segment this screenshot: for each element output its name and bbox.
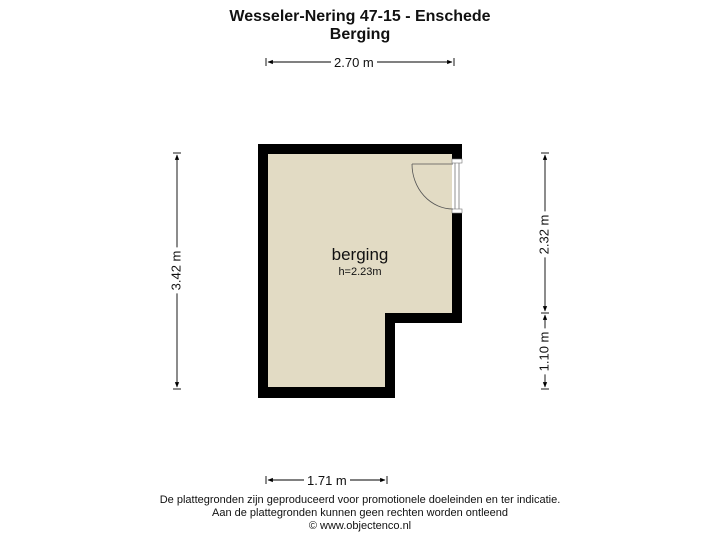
dimension-left: 3.42 m [168,247,184,294]
dimension-right-lower: 1.10 m [536,328,552,375]
room-height: h=2.23m [338,266,382,278]
dimension-top: 2.70 m [331,55,377,70]
plan-subtitle: Berging [329,26,391,43]
door [411,158,463,214]
room-label: berging [331,245,389,264]
dimension-bottom: 1.71 m [304,473,350,488]
copyright: © www.objectenco.nl [308,520,412,532]
disclaimer-line-2: Aan de plattegronden kunnen geen rechten… [211,507,508,519]
plan-title: Wesseler-Nering 47-15 - Enschede [229,8,491,25]
disclaimer-line-1: De plattegronden zijn geproduceerd voor … [159,494,561,506]
room-floor [268,154,452,387]
dimension-right-upper: 2.32 m [536,211,552,258]
